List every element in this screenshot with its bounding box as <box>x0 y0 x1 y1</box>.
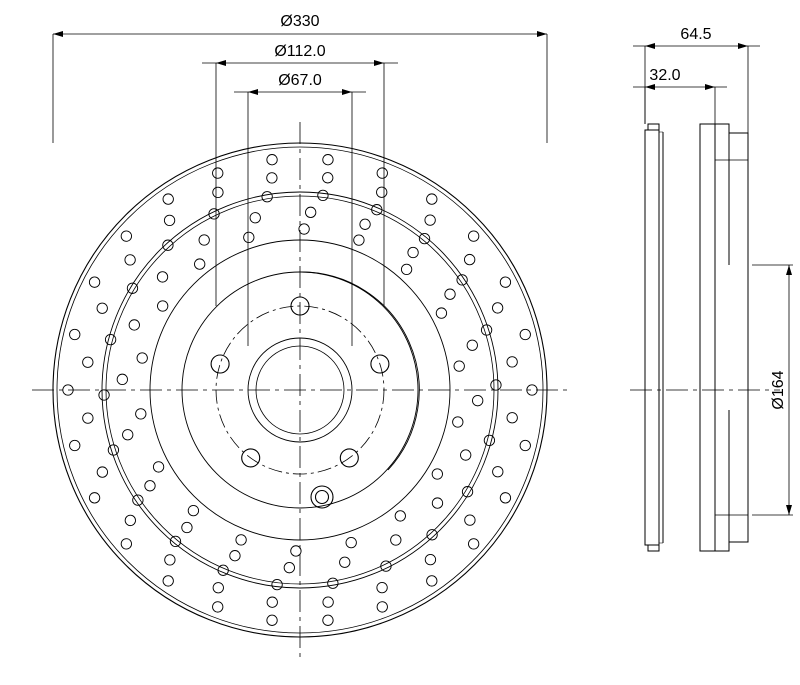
hub-outline <box>299 271 420 471</box>
dimension-lines <box>52 31 793 516</box>
centre-lines <box>32 122 572 660</box>
dim-friction-ring-height: Ø164 <box>770 370 787 409</box>
dim-bolt-circle: Ø112.0 <box>274 43 325 60</box>
bolt-holes <box>210 296 390 468</box>
dim-center-bore: Ø67.0 <box>278 72 322 89</box>
front-view-group <box>32 122 572 660</box>
side-view-group <box>630 123 780 552</box>
dim-disc-thickness: 32.0 <box>649 67 680 84</box>
dim-overall-width: 64.5 <box>680 26 711 43</box>
locating-pin-hole <box>310 485 334 509</box>
drilled-holes <box>62 154 538 626</box>
dim-outer-diameter: Ø330 <box>280 13 319 30</box>
bolt-circle <box>215 305 385 475</box>
